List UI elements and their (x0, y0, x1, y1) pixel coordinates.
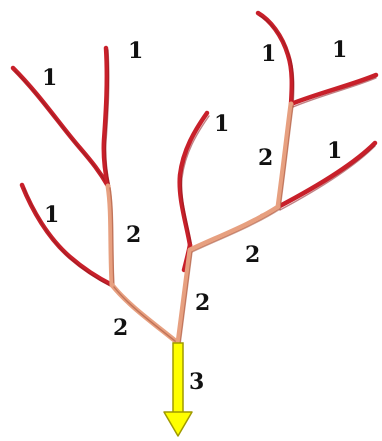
order-label: 1 (332, 37, 347, 63)
order-labels: 1 1 1 1 1 1 1 2 2 2 2 2 3 (42, 37, 347, 395)
order-label: 1 (42, 65, 57, 91)
stream-second-order-right-diagonal (190, 207, 278, 250)
order-label: 1 (44, 202, 59, 228)
order-label: 1 (327, 138, 342, 164)
stream-first-order-right-branch (291, 75, 376, 104)
stream-first-order-lower-left (22, 185, 112, 285)
order-label: 1 (261, 41, 276, 67)
order-label: 3 (189, 369, 204, 395)
order-label: 2 (113, 315, 128, 341)
outlet-arrow-shaft (173, 343, 183, 415)
order-label: 2 (195, 290, 210, 316)
order-label: 1 (128, 38, 143, 64)
outlet-arrow-head (164, 412, 192, 436)
order-label: 2 (258, 145, 273, 171)
stream-first-order-middle (180, 113, 207, 245)
order-label: 1 (214, 111, 229, 137)
stream-first-order-left-outer (13, 68, 108, 186)
order-label: 2 (126, 222, 141, 248)
order-label: 2 (245, 242, 260, 268)
stream-second-order-right-vertical (278, 104, 291, 207)
outlet-arrow (164, 343, 192, 436)
